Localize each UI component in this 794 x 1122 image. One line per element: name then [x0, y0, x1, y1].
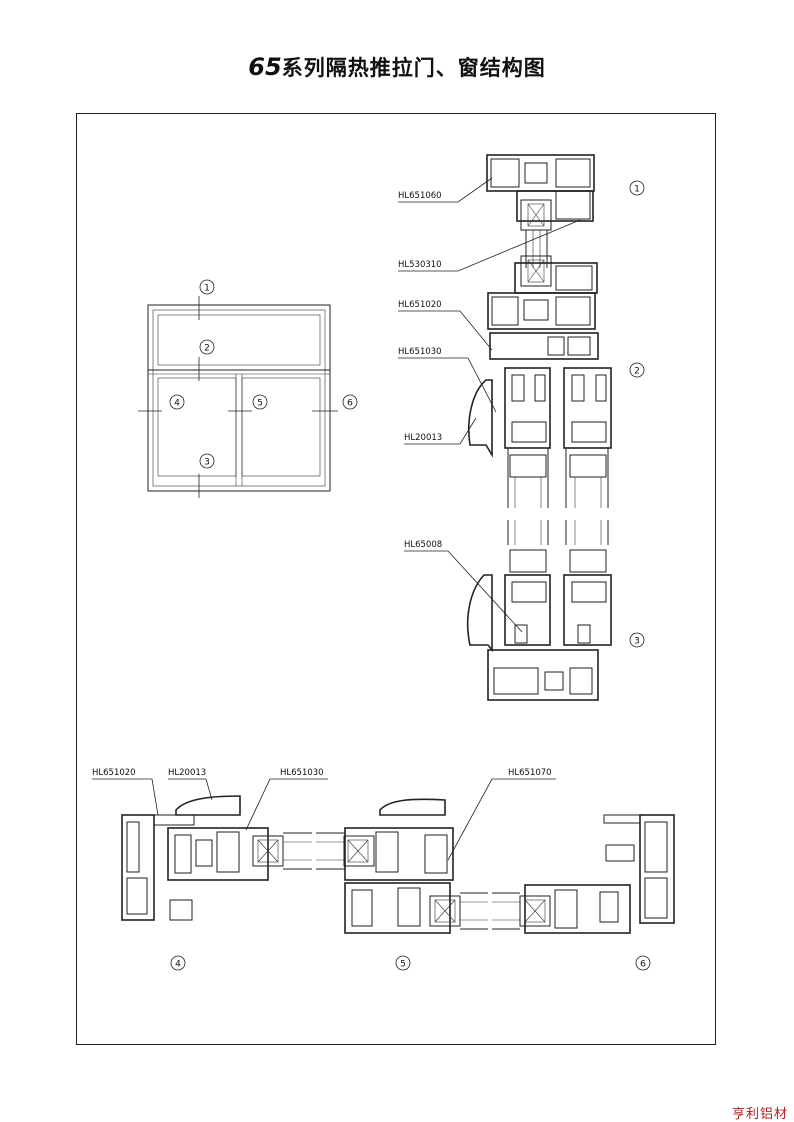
- svg-text:HL530310: HL530310: [398, 260, 442, 270]
- label-HL20013: HL20013: [404, 417, 477, 445]
- svg-text:3: 3: [204, 458, 210, 468]
- title-text: 系列隔热推拉门、窗结构图: [281, 56, 546, 80]
- marker-4-elev: 4: [169, 394, 185, 410]
- label-HL651070-h: HL651070: [447, 768, 556, 861]
- marker-3-vert: 3: [629, 632, 645, 648]
- svg-text:6: 6: [347, 399, 353, 409]
- marker-2-elev: 2: [199, 339, 215, 355]
- svg-text:HL20013: HL20013: [168, 768, 206, 778]
- svg-text:HL20013: HL20013: [404, 433, 442, 443]
- marker-4-horiz: 4: [170, 955, 186, 971]
- marker-5-elev: 5: [252, 394, 268, 410]
- label-HL651030-h: HL651030: [245, 768, 328, 831]
- svg-text:HL651020: HL651020: [92, 768, 136, 778]
- marker-6-elev: 6: [342, 394, 358, 410]
- series-number: 65: [248, 53, 282, 81]
- svg-text:HL651070: HL651070: [508, 768, 552, 778]
- svg-text:HL651030: HL651030: [398, 347, 442, 357]
- svg-text:6: 6: [640, 960, 646, 970]
- marker-5-horiz: 5: [395, 955, 411, 971]
- label-HL651060: HL651060: [398, 177, 493, 203]
- vertical-section: [466, 154, 620, 701]
- window-elevation: [138, 296, 338, 498]
- svg-text:HL651020: HL651020: [398, 300, 442, 310]
- label-HL651030: HL651030: [398, 347, 497, 413]
- label-HL651020: HL651020: [398, 300, 493, 351]
- svg-text:1: 1: [204, 284, 210, 294]
- marker-6-horiz: 6: [635, 955, 651, 971]
- svg-text:2: 2: [204, 344, 210, 354]
- svg-text:3: 3: [634, 637, 640, 647]
- brand-watermark: 亨利铝材: [731, 1107, 788, 1122]
- svg-text:4: 4: [175, 960, 181, 970]
- label-HL20013-h: HL20013: [168, 768, 213, 801]
- svg-text:1: 1: [634, 185, 640, 195]
- label-HL65008: HL65008: [404, 540, 523, 633]
- svg-text:HL65008: HL65008: [404, 540, 442, 550]
- marker-2-vert: 2: [629, 362, 645, 378]
- svg-text:HL651030: HL651030: [280, 768, 324, 778]
- marker-3-elev: 3: [199, 453, 215, 469]
- svg-text:5: 5: [400, 960, 406, 970]
- drawing-frame: [76, 113, 716, 1045]
- svg-text:HL651060: HL651060: [398, 191, 442, 201]
- svg-text:4: 4: [174, 399, 180, 409]
- marker-1-elev: 1: [199, 279, 215, 295]
- svg-text:5: 5: [257, 399, 263, 409]
- horizontal-section: [121, 795, 675, 934]
- page-title: 65系列隔热推拉门、窗结构图: [0, 52, 794, 82]
- label-HL530310: HL530310: [398, 219, 581, 272]
- label-HL651020-h: HL651020: [92, 768, 159, 816]
- svg-text:2: 2: [634, 367, 640, 377]
- marker-1-vert: 1: [629, 180, 645, 196]
